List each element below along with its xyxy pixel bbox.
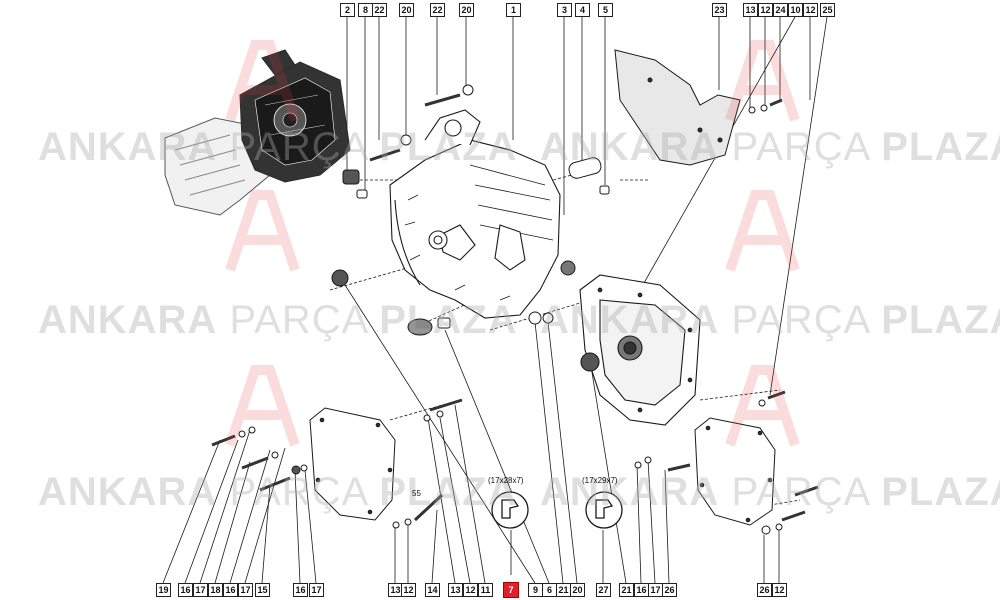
- callout-part[interactable]: 27: [596, 583, 611, 597]
- callout-part[interactable]: 2: [340, 3, 355, 17]
- callout-part[interactable]: 10: [788, 3, 803, 17]
- callout-part[interactable]: 20: [459, 3, 474, 17]
- shield-plate: [614, 49, 783, 166]
- seal-size-label-a: (17x28x7): [488, 476, 524, 485]
- cover-plate-right: [579, 274, 701, 426]
- small-parts: [331, 84, 610, 336]
- callout-part[interactable]: 16: [634, 583, 649, 597]
- callout-part[interactable]: 21: [556, 583, 571, 597]
- callout-part[interactable]: 23: [712, 3, 727, 17]
- gearbox-housing: [389, 109, 561, 319]
- callout-part[interactable]: 16: [223, 583, 238, 597]
- callout-part[interactable]: 22: [430, 3, 445, 17]
- callout-part[interactable]: 18: [208, 583, 223, 597]
- callout-part[interactable]: 17: [309, 583, 324, 597]
- callout-part[interactable]: 21: [619, 583, 634, 597]
- callout-part[interactable]: 13: [743, 3, 758, 17]
- callout-part[interactable]: 9: [528, 583, 543, 597]
- bolt-length-label: 55: [412, 489, 421, 498]
- engine-block-illustration: [164, 49, 351, 216]
- callout-part[interactable]: 24: [773, 3, 788, 17]
- callout-part[interactable]: 1: [506, 3, 521, 17]
- callout-part[interactable]: 25: [820, 3, 835, 17]
- callout-part[interactable]: 12: [772, 583, 787, 597]
- callout-part[interactable]: 15: [255, 583, 270, 597]
- callout-part[interactable]: 6: [542, 583, 557, 597]
- callout-part[interactable]: 14: [425, 583, 440, 597]
- callout-part[interactable]: 26: [757, 583, 772, 597]
- callout-part[interactable]: 5: [598, 3, 613, 17]
- callout-part[interactable]: 12: [463, 583, 478, 597]
- callout-part-highlighted[interactable]: 7: [503, 582, 519, 598]
- callout-part[interactable]: 16: [293, 583, 308, 597]
- callout-part[interactable]: 12: [803, 3, 818, 17]
- callout-part[interactable]: 19: [156, 583, 171, 597]
- callout-part[interactable]: 20: [570, 583, 585, 597]
- callout-part[interactable]: 13: [388, 583, 403, 597]
- callout-part[interactable]: 11: [478, 583, 493, 597]
- callout-part[interactable]: 12: [758, 3, 773, 17]
- callout-part[interactable]: 12: [401, 583, 416, 597]
- callout-part[interactable]: 17: [238, 583, 253, 597]
- callout-part[interactable]: 3: [557, 3, 572, 17]
- callout-part[interactable]: 20: [399, 3, 414, 17]
- callout-part[interactable]: 17: [648, 583, 663, 597]
- callout-part[interactable]: 8: [358, 3, 373, 17]
- cover-plate-bottom-left: [211, 398, 463, 529]
- cover-plate-bottom-right: [634, 390, 819, 535]
- callout-part[interactable]: 16: [178, 583, 193, 597]
- callout-part[interactable]: 13: [448, 583, 463, 597]
- oil-seal-icons: [491, 491, 623, 529]
- callout-part[interactable]: 17: [193, 583, 208, 597]
- seal-size-label-b: (17x29x7): [582, 476, 618, 485]
- callout-part[interactable]: 22: [372, 3, 387, 17]
- callout-part[interactable]: 26: [662, 583, 677, 597]
- callout-part[interactable]: 4: [575, 3, 590, 17]
